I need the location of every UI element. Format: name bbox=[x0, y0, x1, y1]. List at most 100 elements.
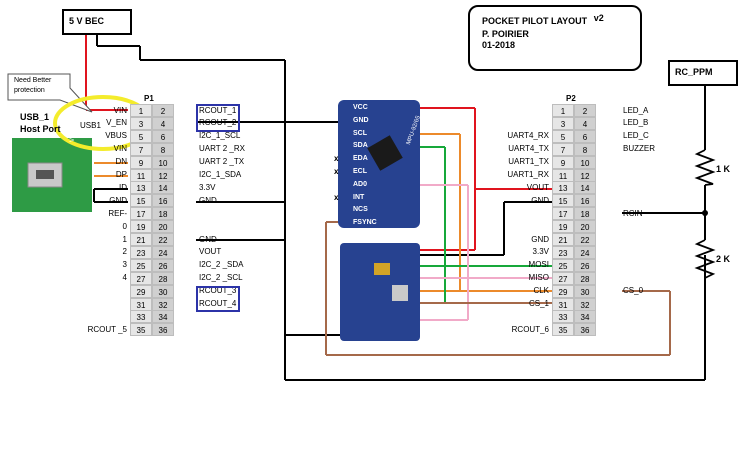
p1-pin-27: 27 bbox=[130, 271, 152, 285]
p1-signal-right: I2C_2 _SCL bbox=[199, 273, 243, 283]
p1-pin-20: 20 bbox=[152, 220, 174, 234]
p1-signal-left: VBUS bbox=[105, 131, 127, 141]
p1-signal-right: I2C_1_SDA bbox=[199, 170, 242, 179]
p2-signal-right: LED_A bbox=[623, 105, 649, 115]
p2-pin-29: 29 bbox=[552, 284, 574, 298]
p1-signal-right: VOUT bbox=[199, 247, 222, 257]
p2-signal-left: UART1_RX bbox=[507, 170, 549, 179]
p2-signal-left: GND bbox=[531, 195, 549, 205]
p2-pin-25: 25 bbox=[552, 258, 574, 272]
p2-signal-left: GND bbox=[531, 234, 549, 244]
usb-module-label: USB1 bbox=[80, 121, 101, 130]
not-connected-mark: x bbox=[334, 167, 339, 176]
p1-pin-11: 11 bbox=[130, 168, 152, 182]
bec-box: 5 V BEC bbox=[62, 9, 132, 35]
p2-pin-19: 19 bbox=[552, 220, 574, 234]
p1-signal-right: RCOUT_1 bbox=[199, 105, 237, 115]
p1-signal-right: I2C_2 _SDA bbox=[199, 260, 244, 270]
resistor-1k bbox=[694, 149, 716, 186]
p2-pin-1: 1 bbox=[552, 104, 574, 117]
p2-signal-left: 3.3V bbox=[532, 247, 549, 257]
p1-signal-left: REF- bbox=[108, 208, 127, 218]
p1-signal-left: V_EN bbox=[106, 118, 127, 128]
bec-label: 5 V BEC bbox=[69, 16, 105, 26]
p2-pin-36: 36 bbox=[574, 323, 596, 337]
imu-pin-ncs: NCS bbox=[353, 206, 368, 214]
p2-pin-34: 34 bbox=[574, 310, 596, 324]
p2-pin-28: 28 bbox=[574, 271, 596, 285]
p1-pin-34: 34 bbox=[152, 310, 174, 324]
p2-signal-left: UART4_RX bbox=[507, 131, 549, 141]
p1-pin-5: 5 bbox=[130, 129, 152, 143]
p1-signal-left: VIN bbox=[113, 144, 127, 154]
p1-pin-6: 6 bbox=[152, 129, 174, 143]
rcout-1-2-highlight bbox=[196, 104, 240, 132]
resistor-1k-label: 1 K bbox=[716, 164, 731, 174]
title-text: POCKET PILOT LAYOUT bbox=[482, 16, 588, 26]
p2-pin-31: 31 bbox=[552, 297, 574, 311]
p1-pin-17: 17 bbox=[130, 207, 152, 221]
p2-pin-14: 14 bbox=[574, 181, 596, 195]
p2-pin-21: 21 bbox=[552, 233, 574, 246]
p2-signal-left: CS_1 bbox=[528, 299, 549, 308]
p2-pin-10: 10 bbox=[574, 155, 596, 169]
p1-pin-36: 36 bbox=[152, 323, 174, 337]
brown-wires bbox=[325, 221, 671, 356]
p2-pin-23: 23 bbox=[552, 245, 574, 259]
p1-signal-left: 4 bbox=[122, 273, 127, 283]
p1-signal-left: ID bbox=[119, 182, 127, 192]
p2-pin-17: 17 bbox=[552, 207, 574, 221]
p2-pin-9: 9 bbox=[552, 155, 574, 169]
p2-signal-left: UART1_TX bbox=[508, 157, 549, 167]
p2-pin-15: 15 bbox=[552, 194, 574, 208]
imu-pin-fsync: FSYNC bbox=[353, 219, 377, 227]
p2-pin-32: 32 bbox=[574, 297, 596, 311]
p2-pin-16: 16 bbox=[574, 194, 596, 208]
p1-pin-32: 32 bbox=[152, 297, 174, 311]
p1-pin-25: 25 bbox=[130, 258, 152, 272]
p1-signal-right: RCOUT_2 bbox=[199, 118, 237, 128]
p1-signal-left: 0 bbox=[122, 221, 127, 231]
p2-pin-27: 27 bbox=[552, 271, 574, 285]
p2-pin-6: 6 bbox=[574, 129, 596, 143]
p2-pin-30: 30 bbox=[574, 284, 596, 298]
p2-pin-33: 33 bbox=[552, 310, 574, 324]
p1-pin-2: 2 bbox=[152, 104, 174, 117]
p1-pin-1: 1 bbox=[130, 104, 152, 117]
imu-pin-sda: SDA bbox=[353, 142, 368, 150]
p1-signal-right: RCOUT_4 bbox=[199, 299, 237, 308]
resistor-2k-label: 2 K bbox=[716, 254, 731, 264]
sensor-component bbox=[374, 263, 390, 275]
rc-ppm-box: RC_PPM bbox=[668, 60, 738, 86]
imu-pin-vcc: VCC bbox=[353, 104, 368, 111]
p1-pin-23: 23 bbox=[130, 245, 152, 259]
p1-pin-16: 16 bbox=[152, 194, 174, 208]
p1-pin-13: 13 bbox=[130, 181, 152, 195]
p1-pin-3: 3 bbox=[130, 116, 152, 130]
p2-pin-12: 12 bbox=[574, 168, 596, 182]
sensor-board bbox=[340, 243, 420, 341]
usb-connector bbox=[27, 162, 63, 188]
p1-pin-35: 35 bbox=[130, 323, 152, 337]
author-text: P. POIRIER bbox=[482, 29, 529, 39]
p2-signal-right: CS_0 bbox=[623, 286, 644, 296]
p2-signal-left: CLK bbox=[533, 286, 549, 296]
p1-signal-right: UART 2 _TX bbox=[199, 157, 245, 167]
p1-pin-28: 28 bbox=[152, 271, 174, 285]
p2-signal-left: UART4_TX bbox=[508, 144, 549, 154]
p2-pin-20: 20 bbox=[574, 220, 596, 234]
p1-signal-right: GND bbox=[199, 195, 217, 205]
p1-signal-left: RCOUT _5 bbox=[87, 324, 127, 334]
p2-pin-7: 7 bbox=[552, 142, 574, 156]
imu-pin-gnd: GND bbox=[353, 116, 369, 124]
p1-title: P1 bbox=[144, 94, 154, 103]
p1-pin-30: 30 bbox=[152, 284, 174, 298]
imu-pin-scl: SCL bbox=[353, 129, 367, 137]
imu-chip bbox=[367, 135, 403, 171]
p1-signal-left: 1 bbox=[122, 234, 127, 244]
p2-signal-left: MISO bbox=[528, 273, 549, 283]
p1-signal-left: DP bbox=[115, 170, 127, 179]
resistor-2k bbox=[694, 239, 716, 279]
p1-pin-31: 31 bbox=[130, 297, 152, 311]
